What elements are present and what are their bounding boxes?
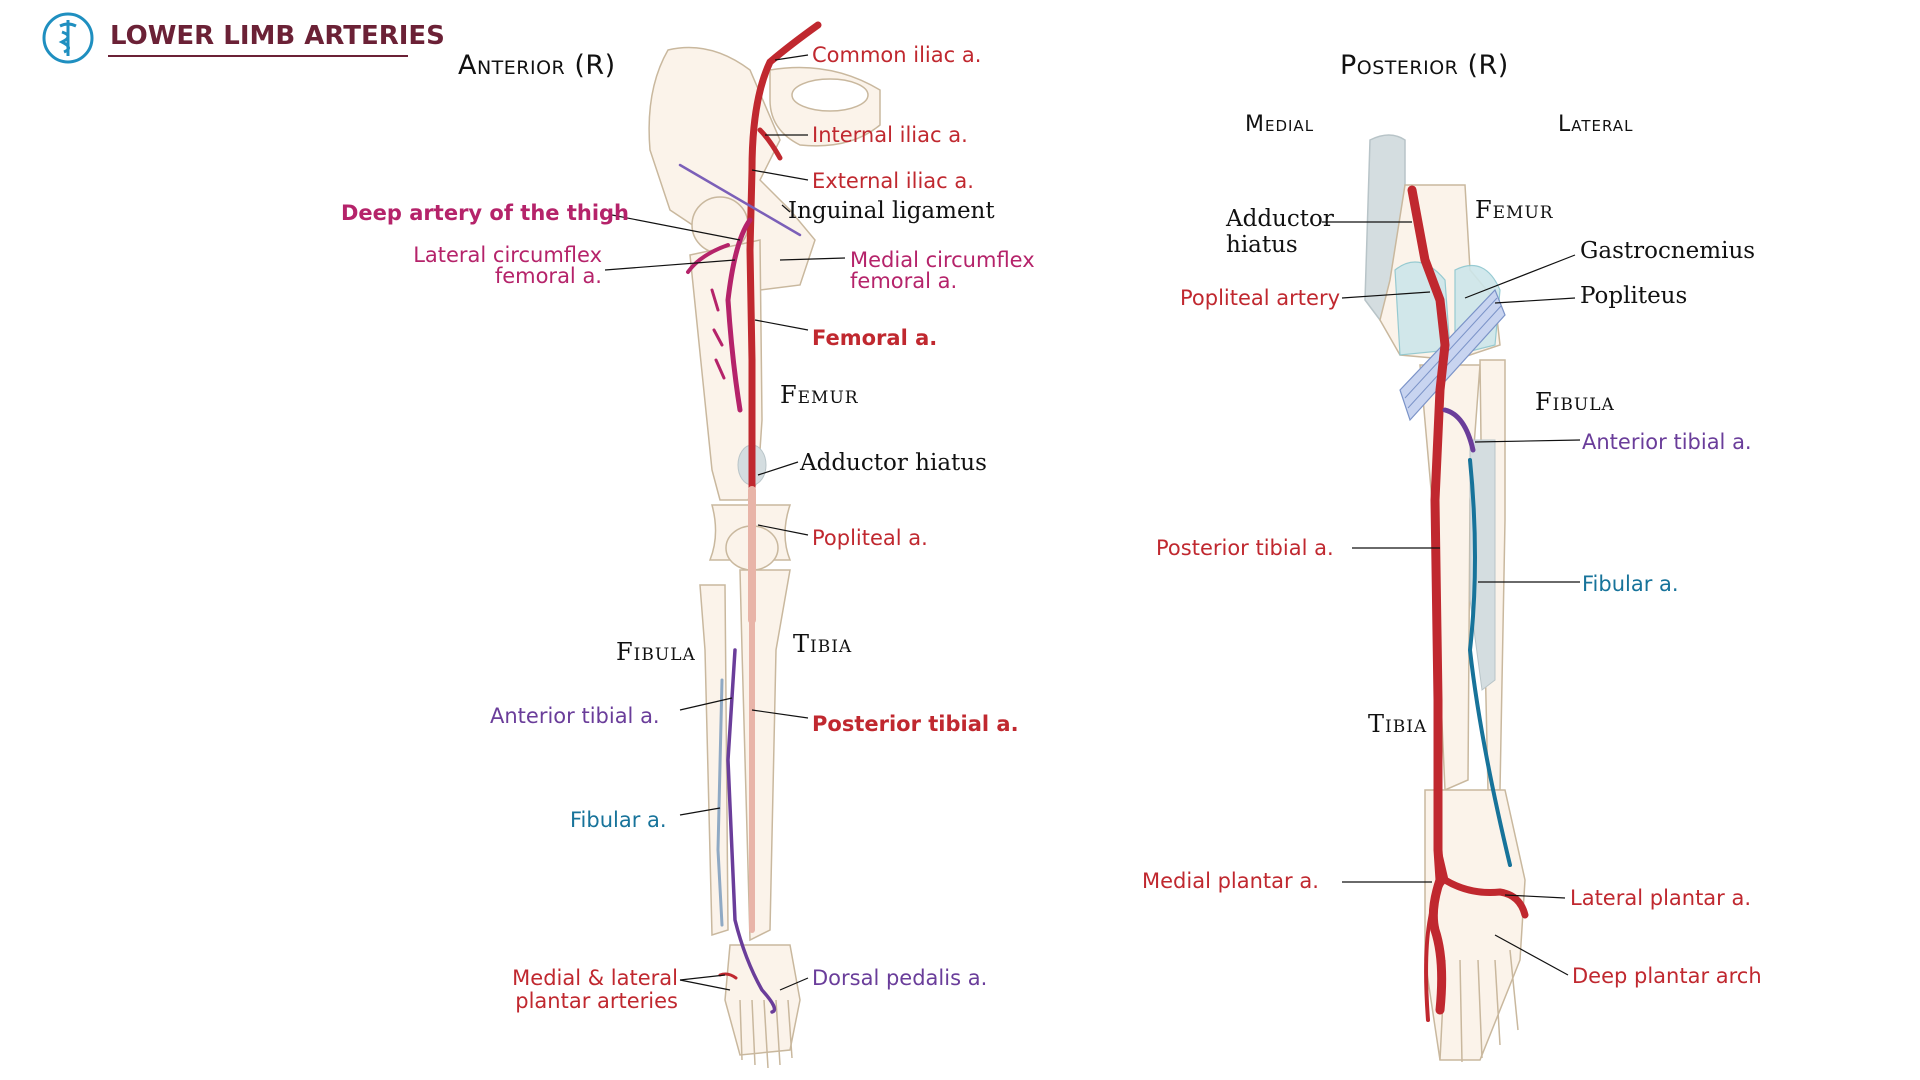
label-anterior-tibial-posterior: Anterior tibial a. [1582,430,1752,454]
label-medial-plantar: Medial plantar a. [1142,869,1319,893]
label-fibula-posterior: Fibula [1535,388,1615,416]
label-femoral: Femoral a. [812,326,938,350]
anterior-skeleton [648,46,881,1069]
label-adductor-hiatus-posterior: Adductor hiatus [1226,206,1334,259]
label-medial-circumflex: Medial circumflex femoral a. [850,250,1035,292]
label-lateral-plantar: Lateral plantar a. [1570,886,1752,910]
label-popliteus: Popliteus [1580,283,1688,309]
posterior-heading: Posterior (R) [1340,50,1509,81]
posterior-skeleton [1364,134,1526,1063]
label-lateral-circumflex-line1: Lateral circumflex [413,243,602,267]
label-lateral-circumflex: Lateral circumflex femoral a. [380,245,602,287]
label-popliteal-anterior: Popliteal a. [812,526,928,550]
label-plantar-arteries-line1: Medial & lateral [512,966,678,990]
label-adductor-hiatus-posterior-line2: hiatus [1226,232,1298,259]
label-dorsal-pedalis: Dorsal pedalis a. [812,966,988,990]
label-gastrocnemius: Gastrocnemius [1580,238,1756,264]
label-plantar-arteries: Medial & lateral plantar arteries [470,966,678,1014]
label-deep-plantar-arch: Deep plantar arch [1572,964,1762,988]
posterior-fibula-shading [1469,439,1496,691]
label-medial: Medial [1245,112,1315,137]
label-external-iliac: External iliac a. [812,169,974,193]
title-underline [108,55,408,57]
label-medial-circumflex-line1: Medial circumflex [850,248,1035,272]
label-tibia-posterior: Tibia [1368,710,1428,738]
posterior-arteries [1407,185,1529,1022]
leader-lines [604,54,1581,991]
label-deep-artery-thigh: Deep artery of the thigh [341,201,630,225]
label-inguinal-ligament: Inguinal ligament [788,198,995,224]
label-adductor-hiatus-posterior-line1: Adductor [1226,206,1334,232]
label-common-iliac: Common iliac a. [812,43,982,67]
label-internal-iliac: Internal iliac a. [812,123,968,147]
brand-logo [40,10,96,70]
label-tibia-anterior: Tibia [793,630,853,658]
label-lateral: Lateral [1558,112,1634,137]
label-adductor-hiatus-anterior: Adductor hiatus [800,450,987,476]
label-posterior-tibial-posterior: Posterior tibial a. [1156,536,1334,560]
label-medial-circumflex-line2: femoral a. [850,269,958,293]
posterior-muscles [1394,261,1506,422]
label-femur-posterior: Femur [1475,196,1554,224]
label-fibula-anterior: Fibula [616,638,696,666]
label-plantar-arteries-line2: plantar arteries [515,989,678,1014]
page-title: LOWER LIMB ARTERIES [110,21,445,51]
label-lateral-circumflex-line2: femoral a. [494,264,602,288]
anterior-arteries [678,21,822,1014]
anterior-heading: Anterior (R) [458,50,616,81]
label-posterior-tibial-anterior: Posterior tibial a. [812,712,1019,736]
label-popliteal-artery: Popliteal artery [1180,286,1341,310]
caduceus-icon [42,12,94,64]
label-fibular-anterior: Fibular a. [570,808,667,832]
label-femur-anterior: Femur [780,381,859,409]
label-anterior-tibial-anterior: Anterior tibial a. [490,704,660,728]
label-fibular-posterior: Fibular a. [1582,572,1679,596]
